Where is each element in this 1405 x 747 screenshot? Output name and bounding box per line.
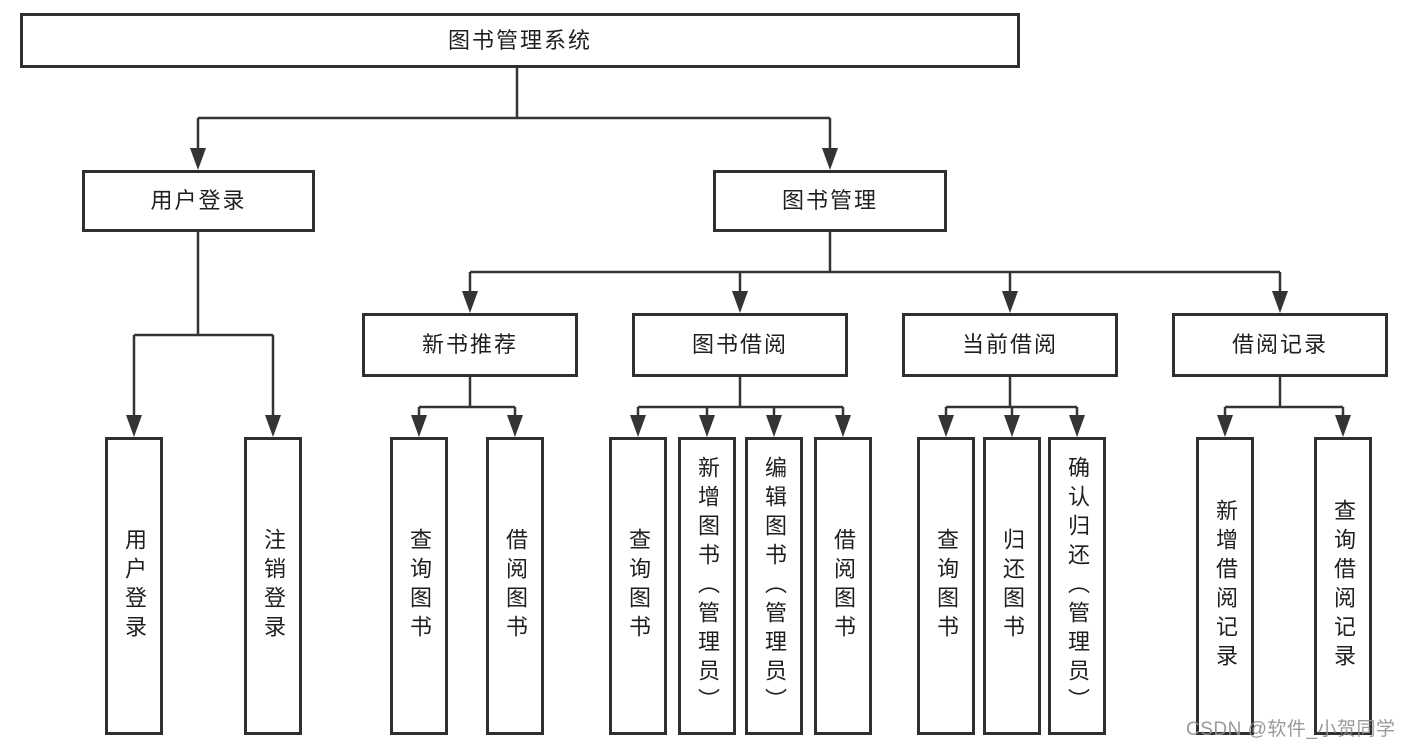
leaf-query-books-2: 查询图书 <box>609 437 667 735</box>
node-borrow-record: 借阅记录 <box>1172 313 1388 377</box>
leaf-label: 查询借阅记录 <box>1331 499 1356 673</box>
node-book-borrow-label: 图书借阅 <box>691 332 788 357</box>
leaf-label: 借阅图书 <box>831 528 856 644</box>
leaf-logout: 注销登录 <box>244 437 302 735</box>
arrowhead-icon <box>699 415 715 437</box>
connector-current-borrow-children <box>938 377 1085 437</box>
connector-root-to-level2 <box>190 68 838 170</box>
node-borrow-record-label: 借阅记录 <box>1231 332 1328 357</box>
arrowhead-icon <box>1069 415 1085 437</box>
node-current-borrow: 当前借阅 <box>902 313 1118 377</box>
arrowhead-icon <box>1335 415 1351 437</box>
node-book-management-label: 图书管理 <box>781 188 878 213</box>
leaf-query-borrow-record: 查询借阅记录 <box>1314 437 1372 735</box>
arrowhead-icon <box>411 415 427 437</box>
leaf-label: 编辑图书（管理员） <box>762 455 787 717</box>
leaf-return-books: 归还图书 <box>983 437 1041 735</box>
arrowhead-icon <box>1217 415 1233 437</box>
node-book-management: 图书管理 <box>713 170 947 232</box>
connector-book-borrow-children <box>630 377 851 437</box>
node-root: 图书管理系统 <box>20 13 1020 68</box>
leaf-label: 确认归还（管理员） <box>1065 455 1090 717</box>
arrowhead-icon <box>1272 291 1288 313</box>
watermark: CSDN @软件_小贺同学 <box>1186 719 1396 740</box>
node-root-label: 图书管理系统 <box>447 27 592 53</box>
arrowhead-icon <box>822 148 838 170</box>
node-new-book-recommend-label: 新书推荐 <box>421 332 518 357</box>
arrowhead-icon <box>732 291 748 313</box>
leaf-query-books-3: 查询图书 <box>917 437 975 735</box>
connector-user-login-children <box>126 232 281 437</box>
leaf-user-login: 用户登录 <box>105 437 163 735</box>
arrowhead-icon <box>938 415 954 437</box>
arrowhead-icon <box>265 415 281 437</box>
node-current-borrow-label: 当前借阅 <box>961 332 1058 357</box>
node-new-book-recommend: 新书推荐 <box>362 313 578 377</box>
leaf-query-books-1: 查询图书 <box>390 437 448 735</box>
node-book-borrow: 图书借阅 <box>632 313 848 377</box>
arrowhead-icon <box>1004 415 1020 437</box>
arrowhead-icon <box>1002 291 1018 313</box>
leaf-label: 查询图书 <box>934 528 959 644</box>
leaf-label: 查询图书 <box>626 528 651 644</box>
leaf-label: 新增借阅记录 <box>1213 499 1238 673</box>
node-user-login-label: 用户登录 <box>150 188 247 213</box>
arrowhead-icon <box>766 415 782 437</box>
leaf-label: 查询图书 <box>407 528 432 644</box>
leaf-confirm-return-admin: 确认归还（管理员） <box>1048 437 1106 735</box>
leaf-edit-books-admin: 编辑图书（管理员） <box>745 437 803 735</box>
leaf-label: 用户登录 <box>122 528 147 644</box>
arrowhead-icon <box>630 415 646 437</box>
connector-book-mgmt-to-level3 <box>462 232 1288 313</box>
leaf-add-borrow-record: 新增借阅记录 <box>1196 437 1254 735</box>
leaf-add-books-admin: 新增图书（管理员） <box>678 437 736 735</box>
connector-new-book-children <box>411 377 523 437</box>
arrowhead-icon <box>835 415 851 437</box>
arrowhead-icon <box>507 415 523 437</box>
arrowhead-icon <box>126 415 142 437</box>
leaf-label: 借阅图书 <box>503 528 528 644</box>
arrowhead-icon <box>462 291 478 313</box>
connector-borrow-record-children <box>1217 377 1351 437</box>
leaf-borrow-books-2: 借阅图书 <box>814 437 872 735</box>
leaf-label: 新增图书（管理员） <box>695 455 720 717</box>
node-user-login: 用户登录 <box>82 170 315 232</box>
leaf-label: 注销登录 <box>261 528 286 644</box>
leaf-label: 归还图书 <box>1000 528 1025 644</box>
arrowhead-icon <box>190 148 206 170</box>
leaf-borrow-books-1: 借阅图书 <box>486 437 544 735</box>
